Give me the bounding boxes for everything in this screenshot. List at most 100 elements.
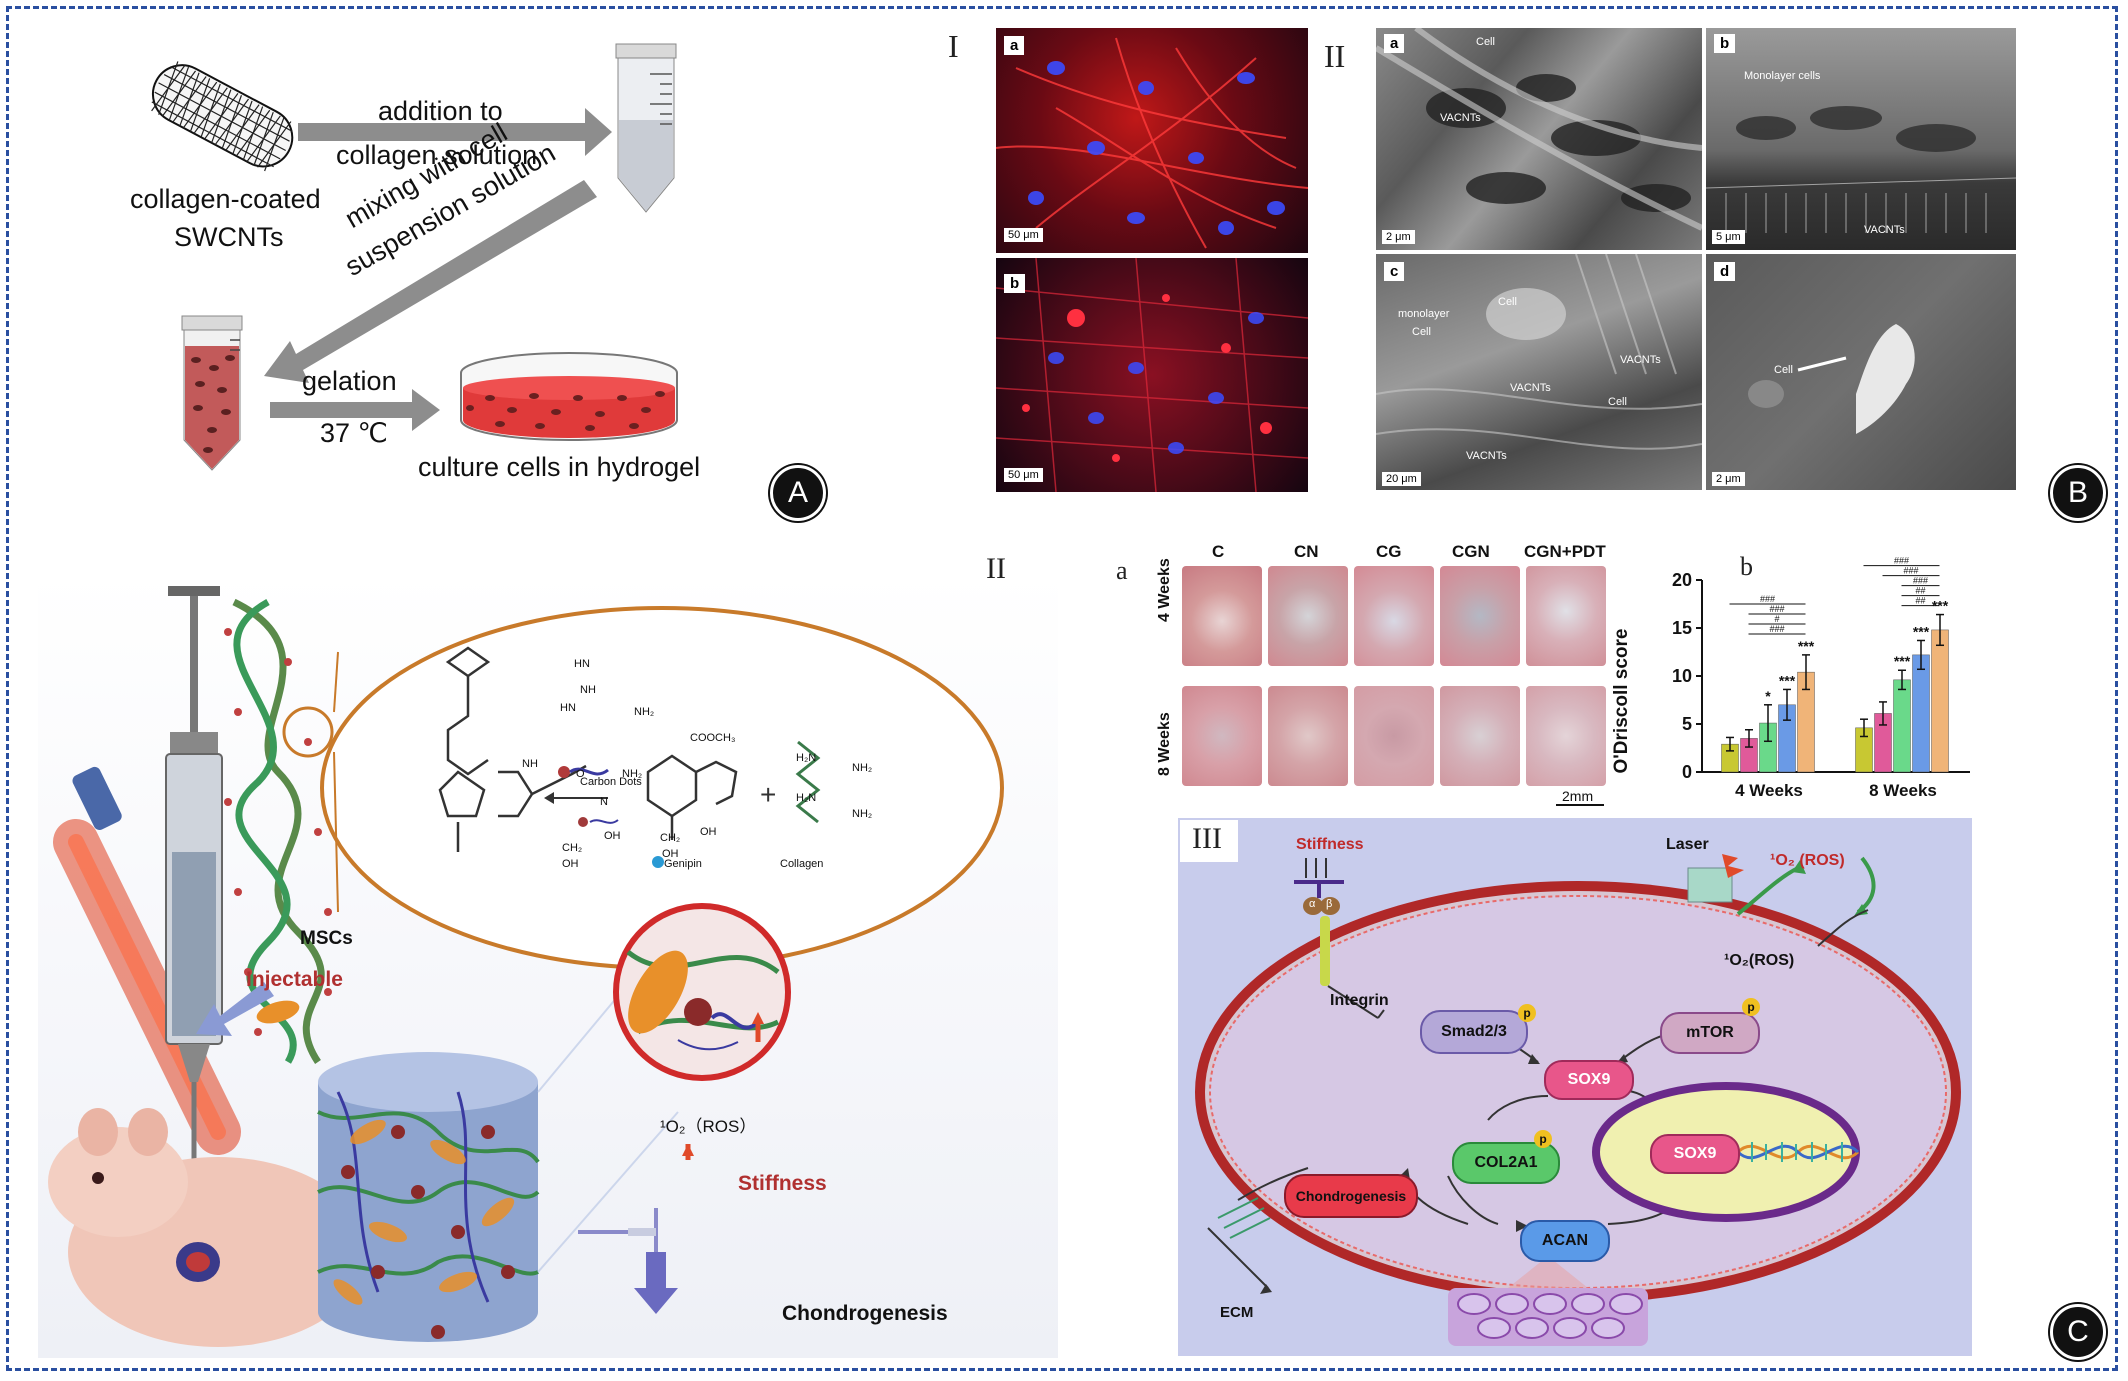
genipin-reactant-icon — [646, 754, 738, 840]
sem-d-note-cell: Cell — [1774, 364, 1793, 376]
step3-label: gelation — [302, 366, 397, 396]
y-tick-label: 15 — [1672, 618, 1692, 638]
x-tick-label: 8 Weeks — [1869, 781, 1937, 800]
chem-nh2-4: NH₂ — [634, 706, 655, 718]
sem-c-scale: 20 μm — [1382, 472, 1421, 486]
node-sox9: SOX9 — [1544, 1060, 1634, 1100]
photo-col-cg: CG — [1376, 542, 1402, 561]
chem-hn-1: HN — [574, 658, 590, 670]
chem-hn-2: HN — [560, 702, 576, 714]
collagen-label: Collagen — [780, 858, 824, 870]
sem-c-note-3: Cell — [1498, 296, 1517, 308]
significance-label: ### — [1769, 604, 1784, 614]
panel-badge-a: A — [770, 465, 826, 521]
phospho-smad-icon: p — [1518, 1004, 1536, 1022]
sem-b-scale: 5 μm — [1712, 230, 1745, 244]
significance-label: ### — [1903, 566, 1918, 576]
chondro-arrow — [634, 1252, 678, 1314]
temperature-label: 37 ℃ — [320, 418, 388, 448]
node-col2a1: COL2A1 — [1452, 1142, 1560, 1184]
pathway-ecm-label: ECM — [1220, 1304, 1254, 1321]
centrifuge-tube-cells-icon — [181, 315, 243, 471]
collagen-helix-icon — [232, 598, 325, 1064]
significance-label: # — [1774, 614, 1779, 624]
arrow-diagonal — [264, 180, 597, 383]
carbon-dot-icon — [558, 766, 570, 778]
chondrogenesis-label: Chondrogenesis — [782, 1302, 948, 1325]
nanotube-icon — [151, 61, 294, 172]
photo-col-c: C — [1212, 542, 1225, 561]
phospho-col2a1-icon: p — [1534, 1130, 1552, 1148]
chem-oh-3: OH — [604, 830, 621, 842]
sem-image-a: a Cell VACNTs 2 μm — [1376, 28, 1702, 250]
centrifuge-tube-empty-icon — [615, 43, 677, 213]
sem-c-label: c — [1384, 262, 1405, 281]
significance-star: *** — [1779, 672, 1796, 688]
chondrocyte-cluster-icon — [1448, 1288, 1648, 1346]
x-tick-label: 4 Weeks — [1735, 781, 1803, 800]
sem-a-note-vacnts: VACNTs — [1440, 112, 1481, 124]
chem-nh-2: NH — [522, 758, 538, 770]
svg-text:+: + — [760, 779, 776, 810]
significance-label: ### — [1760, 594, 1775, 604]
msc-label: MSCs — [300, 928, 353, 949]
sem-b-note-monolayer: Monolayer cells — [1744, 70, 1821, 82]
chem-ch2-2: CH₂ — [562, 842, 583, 854]
sem-image-b: b Monolayer cells VACNTs 5 μm — [1706, 28, 2016, 250]
sem-b-note-vacnts: VACNTs — [1864, 224, 1905, 236]
step1b-label: collagen solution — [336, 140, 538, 170]
msc-cell-icon — [256, 1000, 300, 1024]
sem-c-note-7: VACNTs — [1466, 450, 1507, 462]
panel-badge-b: B — [2050, 465, 2106, 521]
petri-dish-icon — [460, 352, 678, 441]
photo-cn-4w — [1268, 566, 1348, 666]
genipin-dot-icon — [652, 856, 664, 868]
significance-label: ## — [1915, 586, 1925, 596]
chem-h2n-2: H₂N — [796, 792, 817, 804]
panel-b-roman-1: I — [948, 28, 959, 64]
chem-ch2-1: CH₂ — [660, 832, 681, 844]
significance-label: ### — [1894, 556, 1909, 566]
photo-scale-label: 2mm — [1562, 788, 1594, 804]
hydrogel-cylinder-icon — [317, 1052, 540, 1342]
genipin-label: Genipin — [664, 858, 702, 870]
panel-b-roman-2: II — [1324, 38, 1346, 74]
sem-c-note-4: VACNTs — [1510, 382, 1551, 394]
significance-star: *** — [1798, 638, 1815, 654]
phospho-mtor-icon: p — [1742, 998, 1760, 1016]
photo-cgn-4w — [1440, 566, 1520, 666]
panel-c-sub-b: b — [1740, 552, 1753, 581]
sem-image-c: c monolayer Cell Cell VACNTs Cell VACNTs… — [1376, 254, 1702, 490]
chem-oh-4: OH — [562, 858, 579, 870]
node-smad: Smad2/3 — [1420, 1010, 1528, 1054]
injectable-label: Injectable — [246, 968, 343, 991]
sem-d-label: d — [1714, 262, 1736, 281]
sem-image-d: d Cell 2 μm — [1706, 254, 2016, 490]
chem-nh-1: NH — [580, 684, 596, 696]
chem-h2n-1: H₂N — [796, 752, 817, 764]
photo-row-4w: 4 Weeks — [1156, 558, 1173, 622]
pathway-alpha: α — [1309, 898, 1316, 910]
result-label: culture cells in hydrogel — [418, 452, 701, 482]
chart-ylabel: O'Driscoll score — [1611, 628, 1632, 774]
node-chondrogenesis: Chondrogenesis — [1284, 1174, 1418, 1218]
sem-c-note-2: Cell — [1412, 326, 1431, 338]
fluor-a-label: a — [1004, 36, 1025, 55]
sem-a-note-cell: Cell — [1476, 36, 1495, 48]
pathway-ros-top: ¹O₂ (ROS) — [1770, 852, 1845, 869]
significance-star: *** — [1894, 653, 1911, 669]
bar — [1912, 654, 1930, 773]
panel-c-sub-a: a — [1116, 556, 1128, 585]
step1-label: addition to — [378, 96, 503, 126]
photo-cgn-8w — [1440, 686, 1520, 786]
panel-c-schematic: + — [48, 586, 1004, 1347]
zoom-circle-icon — [613, 903, 791, 1081]
chem-oh-2: OH — [662, 848, 679, 860]
significance-star: *** — [1932, 598, 1949, 614]
y-tick-label: 10 — [1672, 666, 1692, 686]
photo-cgnpdt-4w — [1526, 566, 1606, 666]
photo-col-cn: CN — [1294, 542, 1319, 561]
chem-n: N — [600, 796, 608, 808]
pathway-roman-box — [1180, 820, 1238, 862]
